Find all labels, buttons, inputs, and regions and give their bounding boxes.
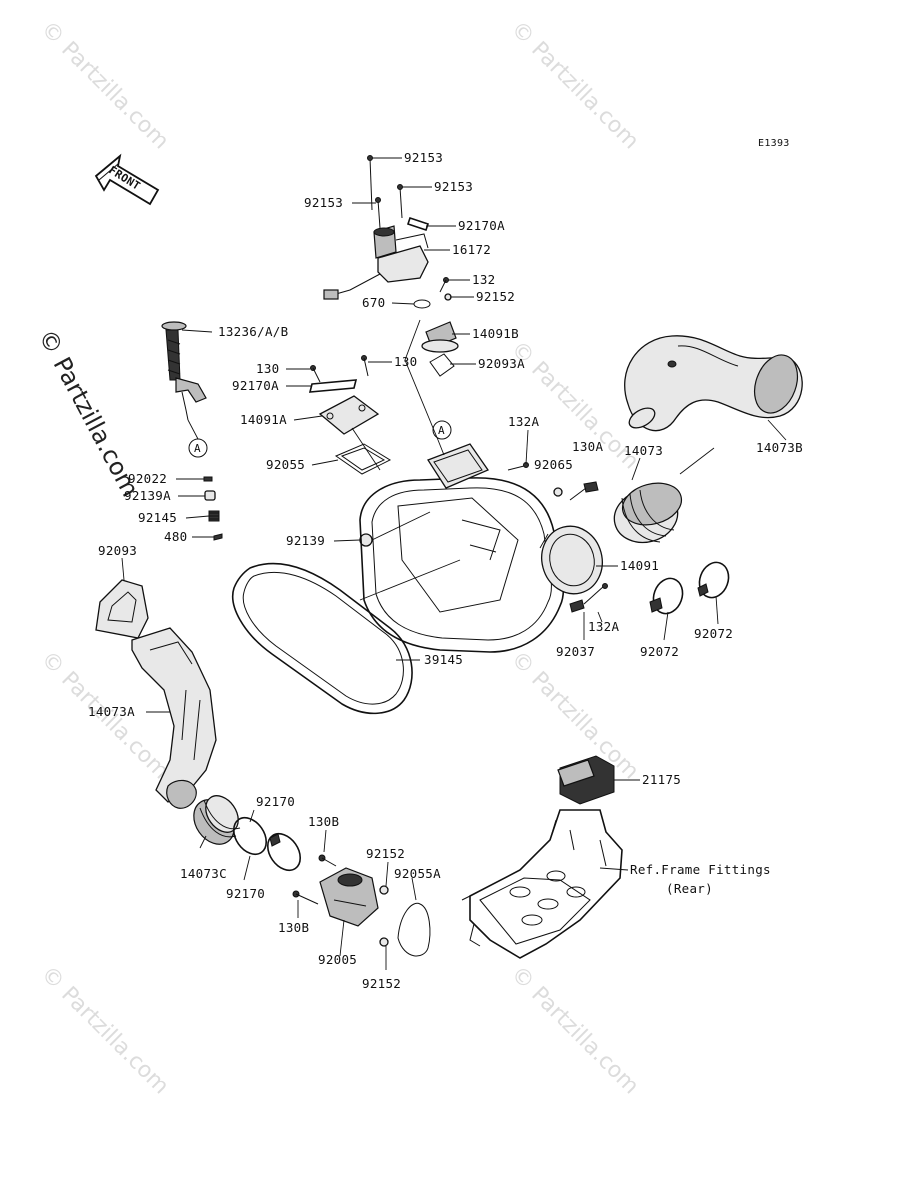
label-92065: 92065: [534, 457, 573, 472]
callout-a-housing: A: [438, 424, 445, 437]
label-92139a: 92139A: [124, 488, 171, 503]
diagram-code: E1393: [758, 138, 790, 149]
label-132a-bottom: 132A: [588, 619, 619, 634]
part-labels: 92153 92153 92153 92170A 16172 132 92152…: [88, 150, 803, 991]
callout-a-left: A: [194, 442, 201, 455]
label-132: 132: [472, 272, 495, 287]
label-132a-top: 132A: [508, 414, 539, 429]
label-92153-top: 92153: [404, 150, 443, 165]
leader-lines: [121, 157, 787, 970]
label-92152-bottom: 92152: [362, 976, 401, 991]
label-92055: 92055: [266, 457, 305, 472]
label-92055a: 92055A: [394, 866, 441, 881]
boot-and-clamps: [613, 457, 730, 641]
label-480: 480: [164, 529, 187, 544]
ref-frame-line1: Ref.Frame Fittings: [630, 862, 771, 877]
label-14073c: 14073C: [180, 866, 227, 881]
label-16172: 16172: [452, 242, 491, 257]
label-130b-bottom: 130B: [278, 920, 309, 935]
label-92170-bottom: 92170: [226, 886, 265, 901]
label-92005: 92005: [318, 952, 357, 967]
label-13236: 13236/A/B: [218, 324, 288, 339]
label-92153-right: 92153: [434, 179, 473, 194]
label-14091: 14091: [620, 558, 659, 573]
watermark-text: © Partzilla.com: [36, 17, 174, 155]
label-92152-top: 92152: [476, 289, 515, 304]
clutch-housing: A: [359, 420, 608, 653]
label-14073b: 14073B: [756, 440, 803, 455]
label-92170a-top: 92170A: [458, 218, 505, 233]
label-92170-top: 92170: [256, 794, 295, 809]
label-92170a-mid: 92170A: [232, 378, 279, 393]
lower-boot-assembly: [193, 795, 431, 957]
label-92072-left: 92072: [640, 644, 679, 659]
label-130-left: 130: [256, 361, 279, 376]
label-130b-top: 130B: [308, 814, 339, 829]
label-92037: 92037: [556, 644, 595, 659]
label-92153-left: 92153: [304, 195, 343, 210]
label-130a: 130A: [572, 439, 603, 454]
watermark-text: © Partzilla.com: [506, 17, 644, 155]
label-92093: 92093: [98, 543, 137, 558]
label-21175: 21175: [642, 772, 681, 787]
cover-plate: [308, 355, 431, 547]
label-14091b: 14091B: [472, 326, 519, 341]
label-92139: 92139: [286, 533, 325, 548]
label-14073a: 14073A: [88, 704, 135, 719]
ref-frame-line2: (Rear): [666, 881, 713, 896]
label-39145: 39145: [424, 652, 463, 667]
watermark-text: © Partzilla.com: [36, 962, 174, 1100]
label-92093a: 92093A: [478, 356, 525, 371]
label-14073: 14073: [624, 443, 663, 458]
duct-lower-left: [95, 579, 217, 809]
actuator-assembly: [323, 155, 459, 441]
watermark-text: © Partzilla.com: [506, 962, 644, 1100]
label-670: 670: [362, 295, 385, 310]
label-130-right: 130: [394, 354, 417, 369]
label-92022: 92022: [128, 471, 167, 486]
duct-upper: [624, 335, 803, 432]
label-14091a: 14091A: [240, 412, 287, 427]
cable-assembly: A: [161, 321, 223, 541]
ecu-and-bracket: [461, 755, 640, 959]
front-arrow-icon: FRONT: [94, 153, 160, 206]
drive-belt: [232, 559, 461, 715]
label-92152-mid: 92152: [366, 846, 405, 861]
label-92072-right: 92072: [694, 626, 733, 641]
label-92145: 92145: [138, 510, 177, 525]
